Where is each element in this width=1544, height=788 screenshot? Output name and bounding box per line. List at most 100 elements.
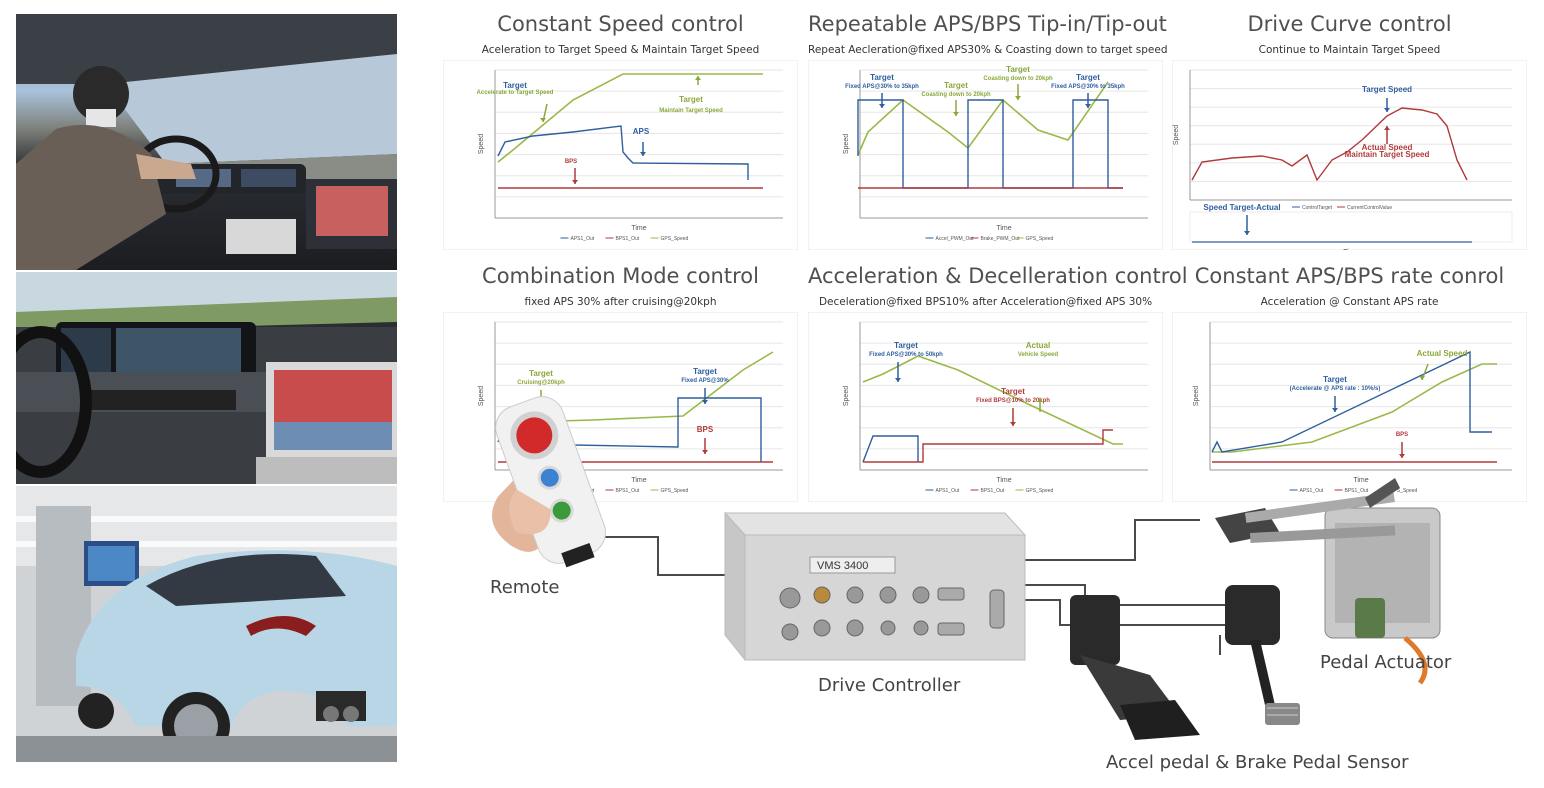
legend-entry: CurrentControlValue: [1347, 205, 1392, 211]
annotation-label: Target: [503, 81, 527, 90]
legend-entry: BPS1_Out: [981, 488, 1005, 494]
remote-cable: [590, 536, 725, 576]
series-bps: [1191, 107, 1468, 182]
controller-model-text: VMS 3400: [817, 560, 868, 572]
legend-entry: ControlTarget: [1302, 205, 1333, 211]
annotation-label: Target: [1006, 65, 1030, 74]
series-aps: [862, 435, 919, 463]
car-scene-illustration: [16, 486, 397, 762]
remote-label: Remote: [490, 577, 560, 598]
remote-control-image: [491, 396, 606, 568]
legend-entry: GPS_Speed: [1390, 488, 1418, 494]
legend-entry: APS1_Out: [571, 236, 595, 242]
controller-label: Drive Controller: [818, 675, 961, 696]
driver-scene-illustration: [16, 14, 397, 270]
annotation-label: (Accelerate @ APS rate : 10%/s): [1290, 386, 1381, 392]
annotation-label: Fixed APS@30% to 35kph: [845, 84, 919, 90]
annotation-label: BPS: [697, 425, 714, 434]
annotation-label: Fixed APS@30%: [681, 378, 729, 384]
legend-entry: GPS_Speed: [1026, 236, 1054, 242]
chart-subtitle: Continue to Maintain Target Speed: [1258, 44, 1441, 56]
legend-entry: BPS1_Out: [1345, 488, 1369, 494]
annotation-label: Target: [870, 73, 894, 82]
y-axis-label: Speed: [843, 386, 850, 406]
annotation-label: BPS: [565, 159, 577, 165]
chart-legend: APS1_Out BPS1_Out GPS_Speed: [925, 488, 1054, 494]
legend-entry: GPS_Speed: [661, 488, 689, 494]
chart-title: Constant APS/BPS rate conrol: [1194, 264, 1505, 288]
x-axis-label: Time: [1353, 477, 1368, 484]
annotation-label: Speed Target-Actual: [1203, 203, 1280, 212]
legend-entry: APS1_Out: [1300, 488, 1324, 494]
y-axis-label: Speed: [478, 134, 485, 154]
chart-subtitle: fixed APS 30% after cruising@20kph: [524, 296, 717, 308]
chart-subtitle: Aceleration to Target Speed & Maintain T…: [481, 44, 760, 56]
chart-subtitle: Deceleration@fixed BPS10% after Accelera…: [818, 296, 1153, 308]
chart-subtitle: Repeat Aecleration@fixed APS30% & Coasti…: [808, 44, 1168, 56]
annotation-label: Target: [1076, 73, 1100, 82]
annotation-label: Fixed BPS@10% to 20kph: [976, 398, 1050, 404]
annotation-label: Target Speed: [1362, 85, 1412, 94]
annotation-label: Maintain Target Speed: [659, 108, 723, 114]
chart-subtitle: Acceleration @ Constant APS rate: [1260, 296, 1439, 308]
series-bps: [863, 429, 1113, 463]
chart-legend: Accel_PWM_Out Brake_PWM_Out GPS_Speed: [925, 236, 1054, 242]
actuator-cable: [1020, 519, 1200, 561]
legend-entry: Accel_PWM_Out: [936, 236, 975, 242]
series-aps: [1211, 350, 1492, 453]
annotation-label: Fixed APS@30% to 50kph: [869, 352, 943, 358]
annotation-label: APS: [633, 127, 650, 136]
pedal-sensors-image: [1070, 585, 1300, 740]
annotation-label: Actual: [1026, 341, 1050, 350]
legend-entry: BPS1_Out: [616, 236, 640, 242]
chart-panel-4: Combination Mode control fixed APS 30% af…: [443, 262, 798, 502]
photo-dashboard: [16, 272, 397, 484]
annotation-label: Maintain Target Speed: [1345, 150, 1430, 159]
annotation-label: Target: [1323, 375, 1347, 384]
chart-title: Acceleration & Decelleration control: [808, 264, 1188, 288]
annotation-label: Target: [679, 95, 703, 104]
series-aps: [497, 125, 749, 180]
x-axis-label: Time: [996, 477, 1011, 484]
legend-entry: Brake_PWM_Out: [981, 236, 1021, 242]
y-axis-label: Speed: [843, 134, 850, 154]
annotation-label: Fixed APS@30% to 35kph: [1051, 84, 1125, 90]
annotation-label: Coasting down to 20kph: [921, 92, 991, 98]
series-gps-speed: [1212, 363, 1497, 453]
annotation-label: Actual Speed: [1362, 143, 1413, 152]
photo-car-dyno: [16, 486, 397, 762]
annotation-label: Cruising@20kph: [517, 380, 565, 386]
annotation-label: Target: [693, 367, 717, 376]
y-axis-label: Speed: [1173, 125, 1180, 145]
annotation-label: Accelerate to Target Speed: [477, 90, 554, 96]
chart-title: Combination Mode control: [482, 264, 759, 288]
legend-entry: BPS1_Out: [616, 488, 640, 494]
annotation-label: BPS: [1396, 432, 1408, 438]
sensor-label: Accel pedal & Brake Pedal Sensor: [1106, 752, 1409, 773]
annotation-label: Actual Speed: [1417, 349, 1468, 358]
legend-entry: GPS_Speed: [1026, 488, 1054, 494]
chart-legend: ControlTarget CurrentControlValue: [1292, 205, 1392, 211]
chart-title: Constant Speed control: [497, 12, 744, 36]
series-aps: [857, 99, 1123, 189]
drive-controller-image: VMS 3400: [723, 511, 1027, 662]
chart-title: Repeatable APS/BPS Tip-in/Tip-out: [808, 12, 1167, 36]
legend-entry: APS1_Out: [936, 488, 960, 494]
actuator-label: Pedal Actuator: [1320, 652, 1452, 673]
y-axis-label: Speed: [478, 386, 485, 406]
annotation-label: Target: [529, 369, 553, 378]
dashboard-scene-illustration: [16, 272, 397, 484]
y-axis-label: Speed: [1193, 386, 1200, 406]
annotation-label: Vehicle Speed: [1018, 352, 1059, 358]
